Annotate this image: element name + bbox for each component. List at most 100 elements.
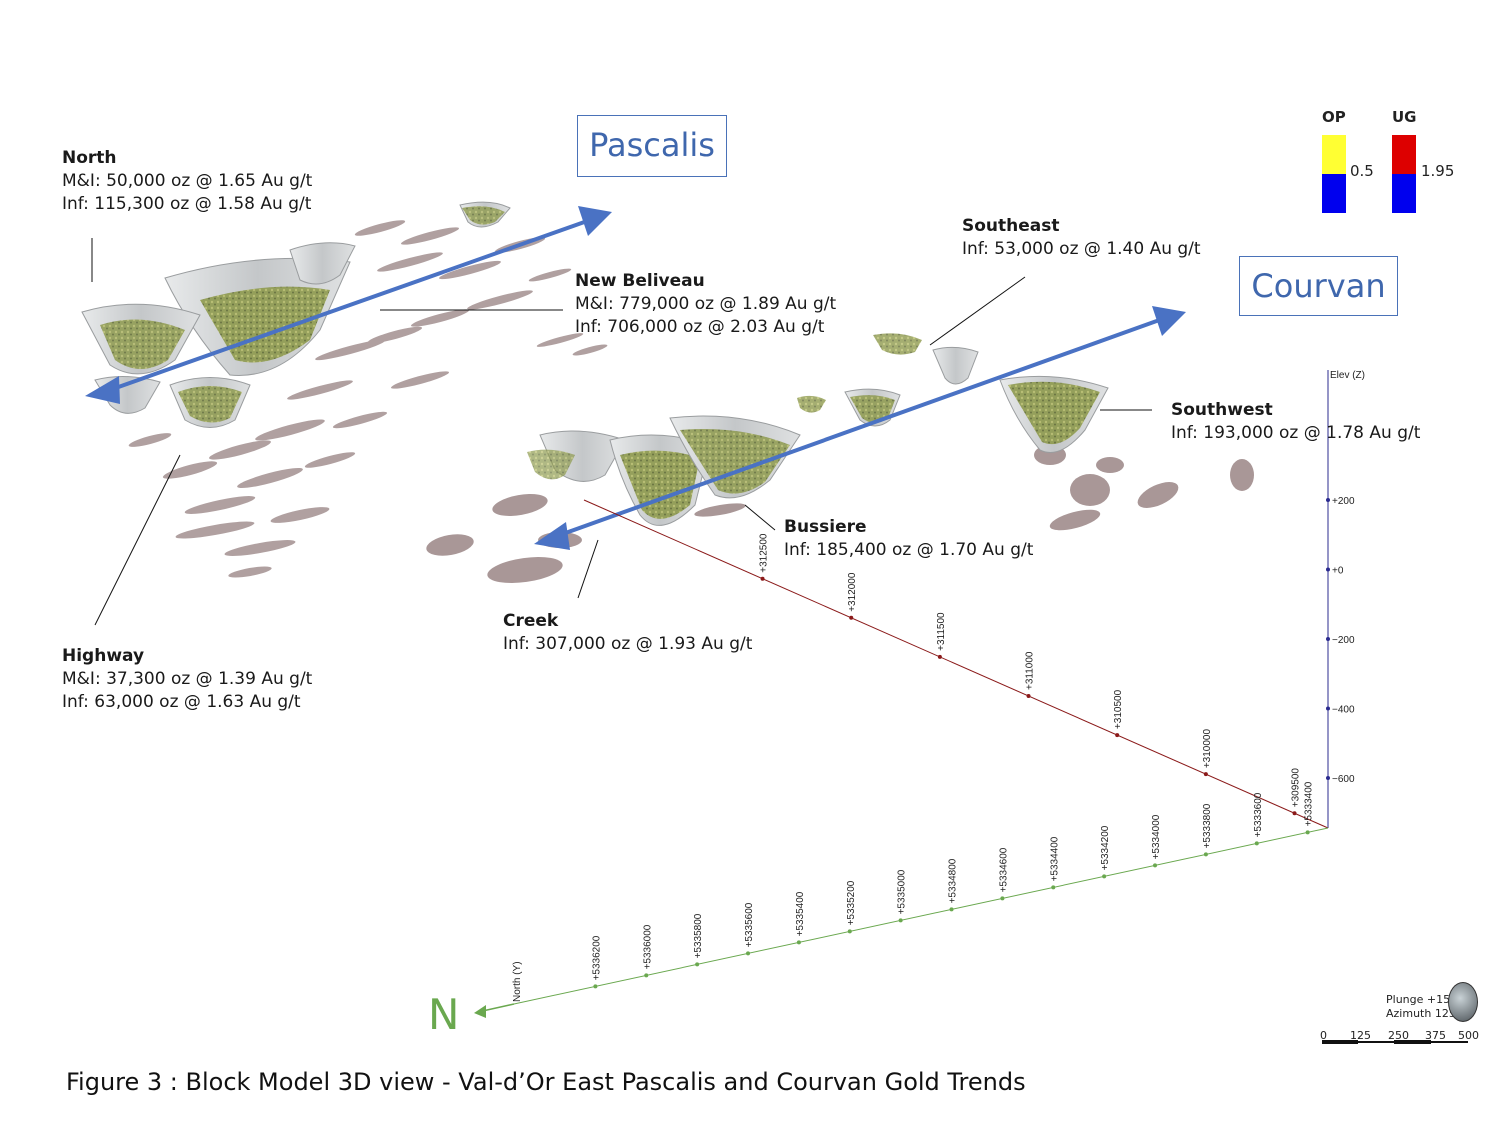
- north-tick-mark: [1305, 830, 1310, 835]
- scale-label: 0: [1320, 1029, 1327, 1042]
- legend-ug-swatch: [1392, 135, 1416, 213]
- east-tick-label: +310500: [1113, 689, 1124, 729]
- creek-bussiere-pit-shells: [527, 415, 801, 526]
- southeast-pit-shells: [797, 333, 979, 427]
- elev-tick-label: −200: [1332, 635, 1355, 646]
- deposit-resource-line: Inf: 53,000 oz @ 1.40 Au g/t: [962, 239, 1201, 259]
- deposit-label-creek: Creek Inf: 307,000 oz @ 1.93 Au g/t: [503, 610, 752, 656]
- deposit-resource-line: Inf: 63,000 oz @ 1.63 Au g/t: [62, 692, 301, 712]
- legend-ug-title: UG: [1392, 108, 1417, 126]
- north-arrow-head: [474, 1005, 486, 1018]
- elev-tick-label: −600: [1332, 774, 1355, 785]
- legend-ug-bottom-color: [1392, 174, 1416, 213]
- deposit-label-new-beliveau: New Beliveau M&I: 779,000 oz @ 1.89 Au g…: [575, 270, 836, 339]
- north-tick-mark: [746, 951, 751, 956]
- north-tick-mark: [949, 907, 954, 912]
- deposit-label-southwest: Southwest Inf: 193,000 oz @ 1.78 Au g/t: [1171, 399, 1420, 445]
- north-tick-mark: [1203, 852, 1208, 857]
- north-pit-shells: [81, 201, 511, 376]
- north-tick-label: +5334600: [998, 847, 1009, 892]
- trend-label-pascalis: Pascalis: [577, 115, 727, 177]
- legend-ug-top-color: [1392, 135, 1416, 174]
- scale-label: 375: [1425, 1029, 1446, 1042]
- deposit-resource-line: Inf: 115,300 oz @ 1.58 Au g/t: [62, 194, 312, 214]
- figure-caption: Figure 3 : Block Model 3D view - Val-d’O…: [66, 1068, 1026, 1096]
- elev-tick-mark: [1326, 567, 1330, 572]
- legend-ug-cutoff: 1.95: [1421, 162, 1455, 180]
- north-tick-mark: [898, 918, 903, 923]
- east-tick-mark: [849, 615, 854, 620]
- east-axis-line: [583, 499, 1329, 829]
- east-tick-label: +309500: [1291, 768, 1302, 808]
- deposit-name: North: [62, 148, 117, 168]
- deposit-resource-line: M&I: 37,300 oz @ 1.39 Au g/t: [62, 669, 313, 689]
- deposit-name: Southwest: [1171, 400, 1273, 420]
- west-block-lenses: [128, 220, 608, 578]
- north-tick-label: +5333800: [1202, 803, 1213, 848]
- deposit-resource-line: M&I: 779,000 oz @ 1.89 Au g/t: [575, 294, 837, 314]
- deposit-label-north: North M&I: 50,000 oz @ 1.65 Au g/t Inf: …: [62, 147, 312, 216]
- elev-axis-title: Elev (Z): [1330, 370, 1365, 381]
- north-axis-title: North (Y): [512, 961, 523, 1002]
- southwest-pit-shells: [999, 375, 1109, 453]
- north-tick-label: +5333600: [1253, 792, 1264, 837]
- legend-op-top-color: [1322, 135, 1346, 174]
- north-tick-label: +5334000: [1151, 814, 1162, 859]
- scale-label: 500: [1458, 1029, 1479, 1042]
- deposit-label-southeast: Southeast Inf: 53,000 oz @ 1.40 Au g/t: [962, 215, 1201, 261]
- elev-tick-label: +200: [1332, 496, 1355, 507]
- east-tick-mark: [1026, 693, 1031, 698]
- deposit-resource-line: Inf: 193,000 oz @ 1.78 Au g/t: [1171, 423, 1421, 443]
- east-block-lenses: [426, 445, 1254, 584]
- north-tick-label: +5335000: [897, 869, 908, 914]
- highway-pit-shells: [94, 375, 251, 428]
- deposit-name: Southeast: [962, 216, 1060, 236]
- east-tick-mark: [1115, 733, 1120, 738]
- elev-tick-mark: [1326, 498, 1330, 502]
- north-tick-label: +5335400: [795, 891, 806, 936]
- north-tick-mark: [1000, 896, 1005, 901]
- deposit-name: Bussiere: [784, 517, 867, 537]
- north-tick-label: +5334400: [1049, 836, 1060, 881]
- elev-tick-mark: [1326, 776, 1330, 780]
- deposit-name: New Beliveau: [575, 271, 705, 291]
- elev-tick-mark: [1326, 706, 1330, 711]
- north-tick-label: +5335200: [846, 880, 857, 925]
- north-tick-mark: [644, 973, 649, 978]
- elev-tick-label: +0: [1332, 566, 1344, 577]
- east-tick-mark: [1292, 811, 1297, 816]
- north-axis-line: [513, 827, 1329, 1005]
- north-tick-mark: [847, 929, 852, 934]
- north-tick-label: +5335600: [744, 902, 755, 947]
- scale-label: 125: [1350, 1029, 1371, 1042]
- azimuth-text: Azimuth 125: [1386, 1007, 1456, 1020]
- north-tick-mark: [1153, 863, 1158, 868]
- easting-axis: +312500+312000+311500+311000+310500+3100…: [583, 499, 1329, 829]
- north-tick-mark: [593, 984, 598, 989]
- deposit-resource-line: Inf: 307,000 oz @ 1.93 Au g/t: [503, 634, 753, 654]
- elevation-axis: Elev (Z) +200 +0 −200 −400 −600: [1326, 370, 1365, 828]
- deposit-name: Creek: [503, 611, 559, 631]
- legend-op-swatch: [1322, 135, 1346, 213]
- north-tick-mark: [695, 962, 700, 967]
- legend-op-cutoff: 0.5: [1350, 162, 1374, 180]
- east-tick-label: +312500: [759, 533, 770, 573]
- courvan-trend-arrow: [534, 306, 1186, 550]
- north-tick-label: +5333400: [1304, 781, 1315, 826]
- north-tick-label: +5335800: [693, 913, 704, 958]
- east-tick-label: +310000: [1202, 729, 1213, 769]
- deposit-resource-line: Inf: 185,400 oz @ 1.70 Au g/t: [784, 540, 1034, 560]
- east-tick-mark: [760, 576, 765, 581]
- deposit-label-bussiere: Bussiere Inf: 185,400 oz @ 1.70 Au g/t: [784, 516, 1033, 562]
- east-tick-label: +311000: [1025, 651, 1036, 690]
- east-tick-mark: [937, 654, 942, 659]
- elev-tick-label: −400: [1332, 705, 1355, 716]
- north-tick-mark: [1102, 874, 1107, 879]
- east-tick-mark: [1203, 772, 1208, 777]
- north-tick-label: +5336000: [642, 924, 653, 969]
- north-tick-label: +5334200: [1100, 825, 1111, 870]
- northing-axis: North (Y) +5336200 +5336000 +5335800 +533560…: [474, 781, 1329, 1018]
- north-tick-label: +5336200: [591, 935, 602, 980]
- leader-lines: [91, 238, 1152, 626]
